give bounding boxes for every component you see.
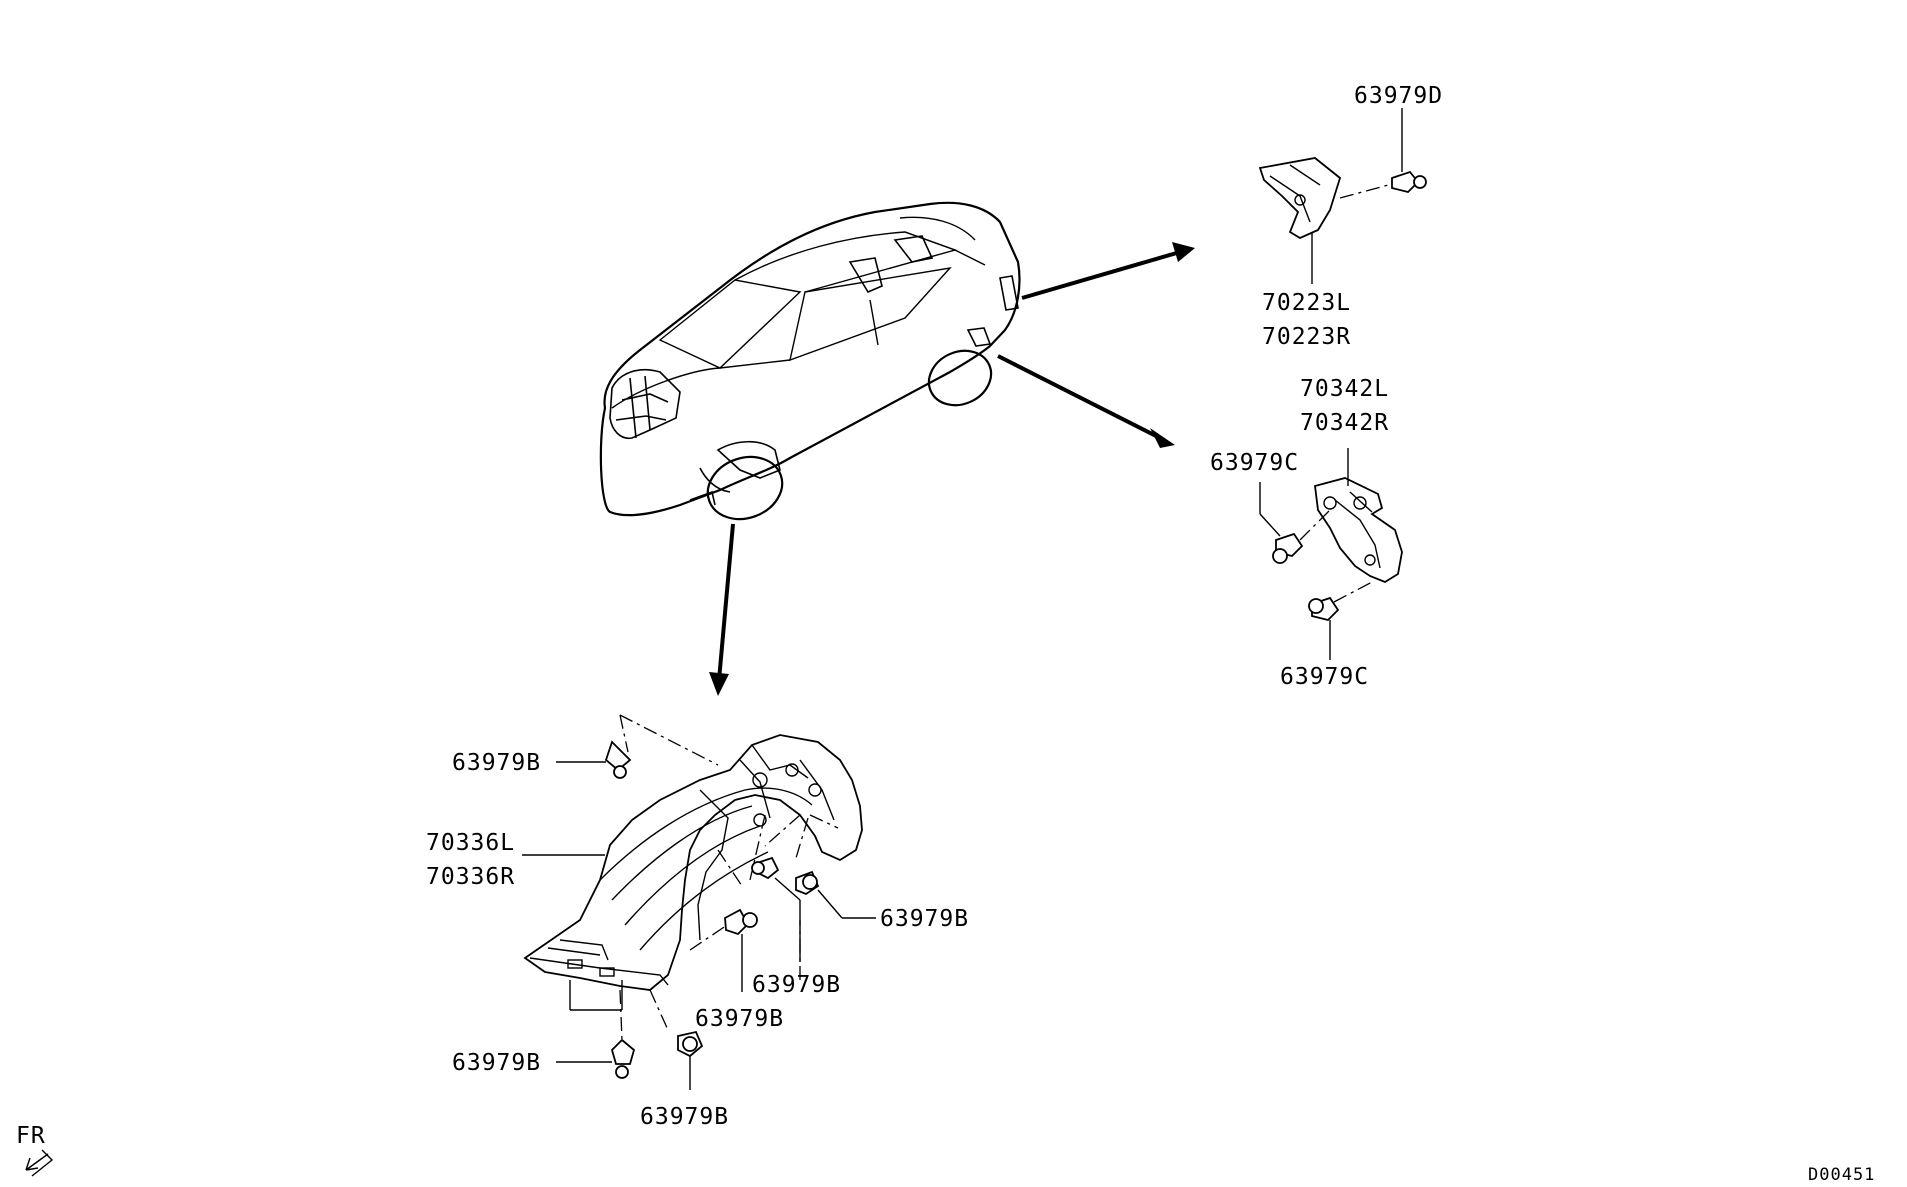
label-63979B-mid: 63979B <box>695 1006 784 1032</box>
arrow-down-left-icon <box>25 1149 54 1177</box>
label-63979B-bottom-left: 63979B <box>452 1050 541 1076</box>
callout-arrows <box>709 242 1195 696</box>
part-70223-assembly <box>1258 108 1427 284</box>
label-63979B-right: 63979B <box>880 906 969 932</box>
front-direction-indicator: FR <box>16 1123 54 1177</box>
diagram-code: D00451 <box>1808 1165 1875 1185</box>
part-70342-assembly <box>1259 448 1403 660</box>
label-63979C-upper: 63979C <box>1210 450 1299 476</box>
label-70336R: 70336R <box>426 864 515 890</box>
label-70336L: 70336L <box>426 830 515 856</box>
label-63979B-top: 63979B <box>452 750 541 776</box>
part-70336-wheel-liner <box>522 714 876 1090</box>
label-63979C-lower: 63979C <box>1280 664 1369 690</box>
vehicle-outline <box>599 201 1021 521</box>
label-63979B-mid-right: 63979B <box>752 972 841 998</box>
label-63979D: 63979D <box>1354 83 1443 109</box>
label-70223L: 70223L <box>1262 290 1351 316</box>
label-70342R: 70342R <box>1300 410 1389 436</box>
label-70223R: 70223R <box>1262 324 1351 350</box>
label-70342L: 70342L <box>1300 376 1389 402</box>
label-63979B-bottom: 63979B <box>640 1104 729 1130</box>
part-labels: 63979D 70223L 70223R 70342L 70342R 63979… <box>426 83 1875 1185</box>
direction-label: FR <box>16 1123 46 1149</box>
